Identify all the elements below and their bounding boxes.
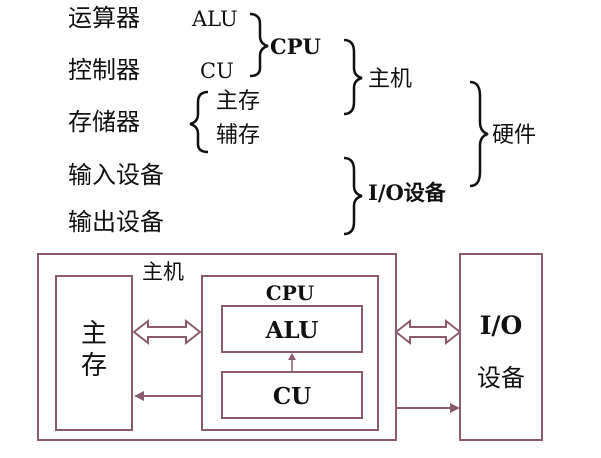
cpu-box-label: CPU [266,281,314,305]
cu-cn-label: 控制器 [68,56,140,84]
cu-to-alu-arrow [288,353,296,372]
alu-abbr-label: ALU [191,7,238,31]
cpu-brace [249,12,269,78]
alu-cn-label: 运算器 [68,4,140,32]
alu-box [221,305,363,353]
io-group-label: I/O设备 [368,180,447,205]
storage-brace [189,90,209,154]
hardware-brace [469,80,489,188]
io-brace [343,156,363,236]
block-diagram: 主机 主 存 CPU ALU CU [37,253,543,441]
memory-cpu-bus-arrow [132,318,202,346]
hardware-group-label: 硬件 [492,123,536,148]
cpu-group-label: CPU [270,34,321,59]
cu-abbr-label: CU [200,59,234,83]
alu-box-label: ALU [265,317,319,344]
cpu-to-memory-arrow [134,391,202,401]
io-box-label-line2: 设备 [477,364,525,392]
hierarchy-tree: 运算器 ALU 控制器 CU 存储器 主存 辅存 输入设备 输出设备 CPU 主… [68,4,536,236]
main-memory-char1: 主 [81,319,107,349]
host-box-label: 主机 [142,260,184,284]
storage-cn-label: 存储器 [68,108,140,136]
io-device-box [459,253,543,441]
main-memory-label: 主存 [216,89,260,114]
output-device-label: 输出设备 [68,208,164,236]
host-to-io-arrow [396,403,460,413]
host-box [37,253,397,441]
cpu-box [201,275,379,431]
host-group-label: 主机 [368,67,412,92]
main-memory-char2: 存 [81,351,107,381]
cu-box-label: CU [273,383,311,410]
cpu-io-bus-arrow [394,318,462,346]
host-brace [343,38,363,116]
aux-storage-label: 辅存 [216,123,260,148]
io-box-label-line1: I/O [480,311,523,340]
main-memory-box [55,275,133,431]
input-device-label: 输入设备 [68,161,164,189]
